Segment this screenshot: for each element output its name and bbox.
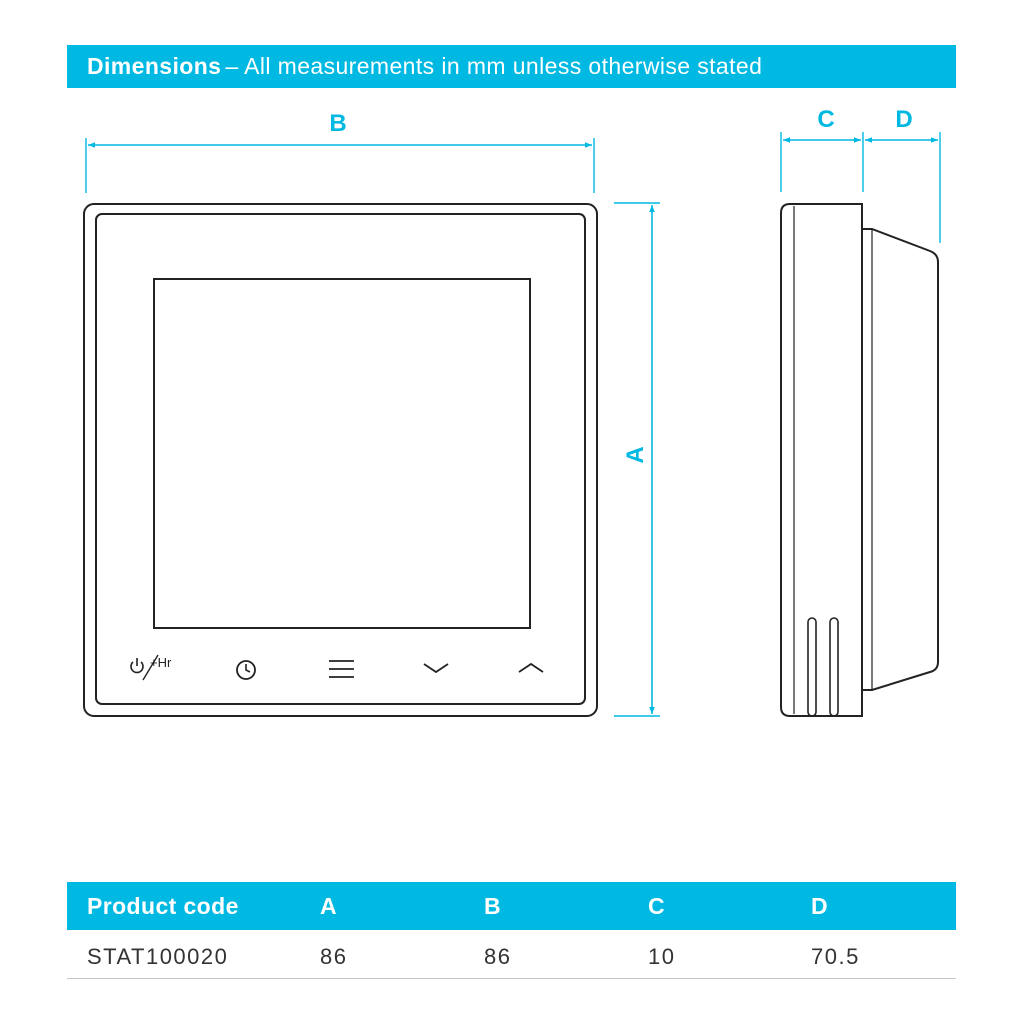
front-view: +Hr	[83, 203, 598, 717]
header-product-code: Product code	[87, 892, 239, 919]
cell-product-code: STAT100020	[87, 944, 229, 969]
dimension-b: B	[85, 110, 595, 193]
vent-slot	[807, 617, 817, 717]
label-a: A	[622, 446, 649, 463]
header-a: A	[320, 892, 338, 919]
clock-icon[interactable]	[236, 660, 256, 680]
chevron-down-icon[interactable]	[423, 663, 449, 674]
table-header: Product code A B C D	[67, 882, 956, 930]
dimension-a: A	[614, 202, 660, 717]
plus-hour-label: +Hr	[150, 655, 172, 670]
display-screen	[153, 278, 531, 629]
dimension-drawing: +Hr B A	[83, 106, 941, 717]
side-back-body	[862, 228, 939, 691]
header-c: C	[648, 892, 666, 919]
header-d: D	[811, 892, 829, 919]
side-front-plate	[780, 203, 863, 717]
label-b: B	[329, 110, 346, 137]
side-view	[780, 203, 939, 717]
menu-icon[interactable]	[329, 660, 354, 678]
label-d: D	[895, 106, 912, 133]
cell-d: 70.5	[811, 944, 860, 969]
cell-a: 86	[320, 944, 348, 969]
label-c: C	[817, 106, 834, 133]
banner-title: Dimensions	[87, 53, 222, 79]
cell-b: 86	[484, 944, 512, 969]
dimensions-banner: Dimensions – All measurements in mm unle…	[67, 45, 956, 88]
front-inner-frame	[95, 213, 586, 705]
dimension-c: C	[780, 106, 864, 192]
header-b: B	[484, 892, 502, 919]
power-plus-hour-icon[interactable]: +Hr	[130, 654, 172, 681]
chevron-up-icon[interactable]	[518, 662, 544, 673]
table-row: STAT100020 86 86 10 70.5	[67, 936, 956, 979]
banner-subtitle: – All measurements in mm unless otherwis…	[225, 53, 763, 79]
dimension-d: D	[865, 106, 941, 243]
vent-slot	[829, 617, 839, 717]
front-outer-frame	[83, 203, 598, 717]
cell-c: 10	[648, 944, 676, 969]
